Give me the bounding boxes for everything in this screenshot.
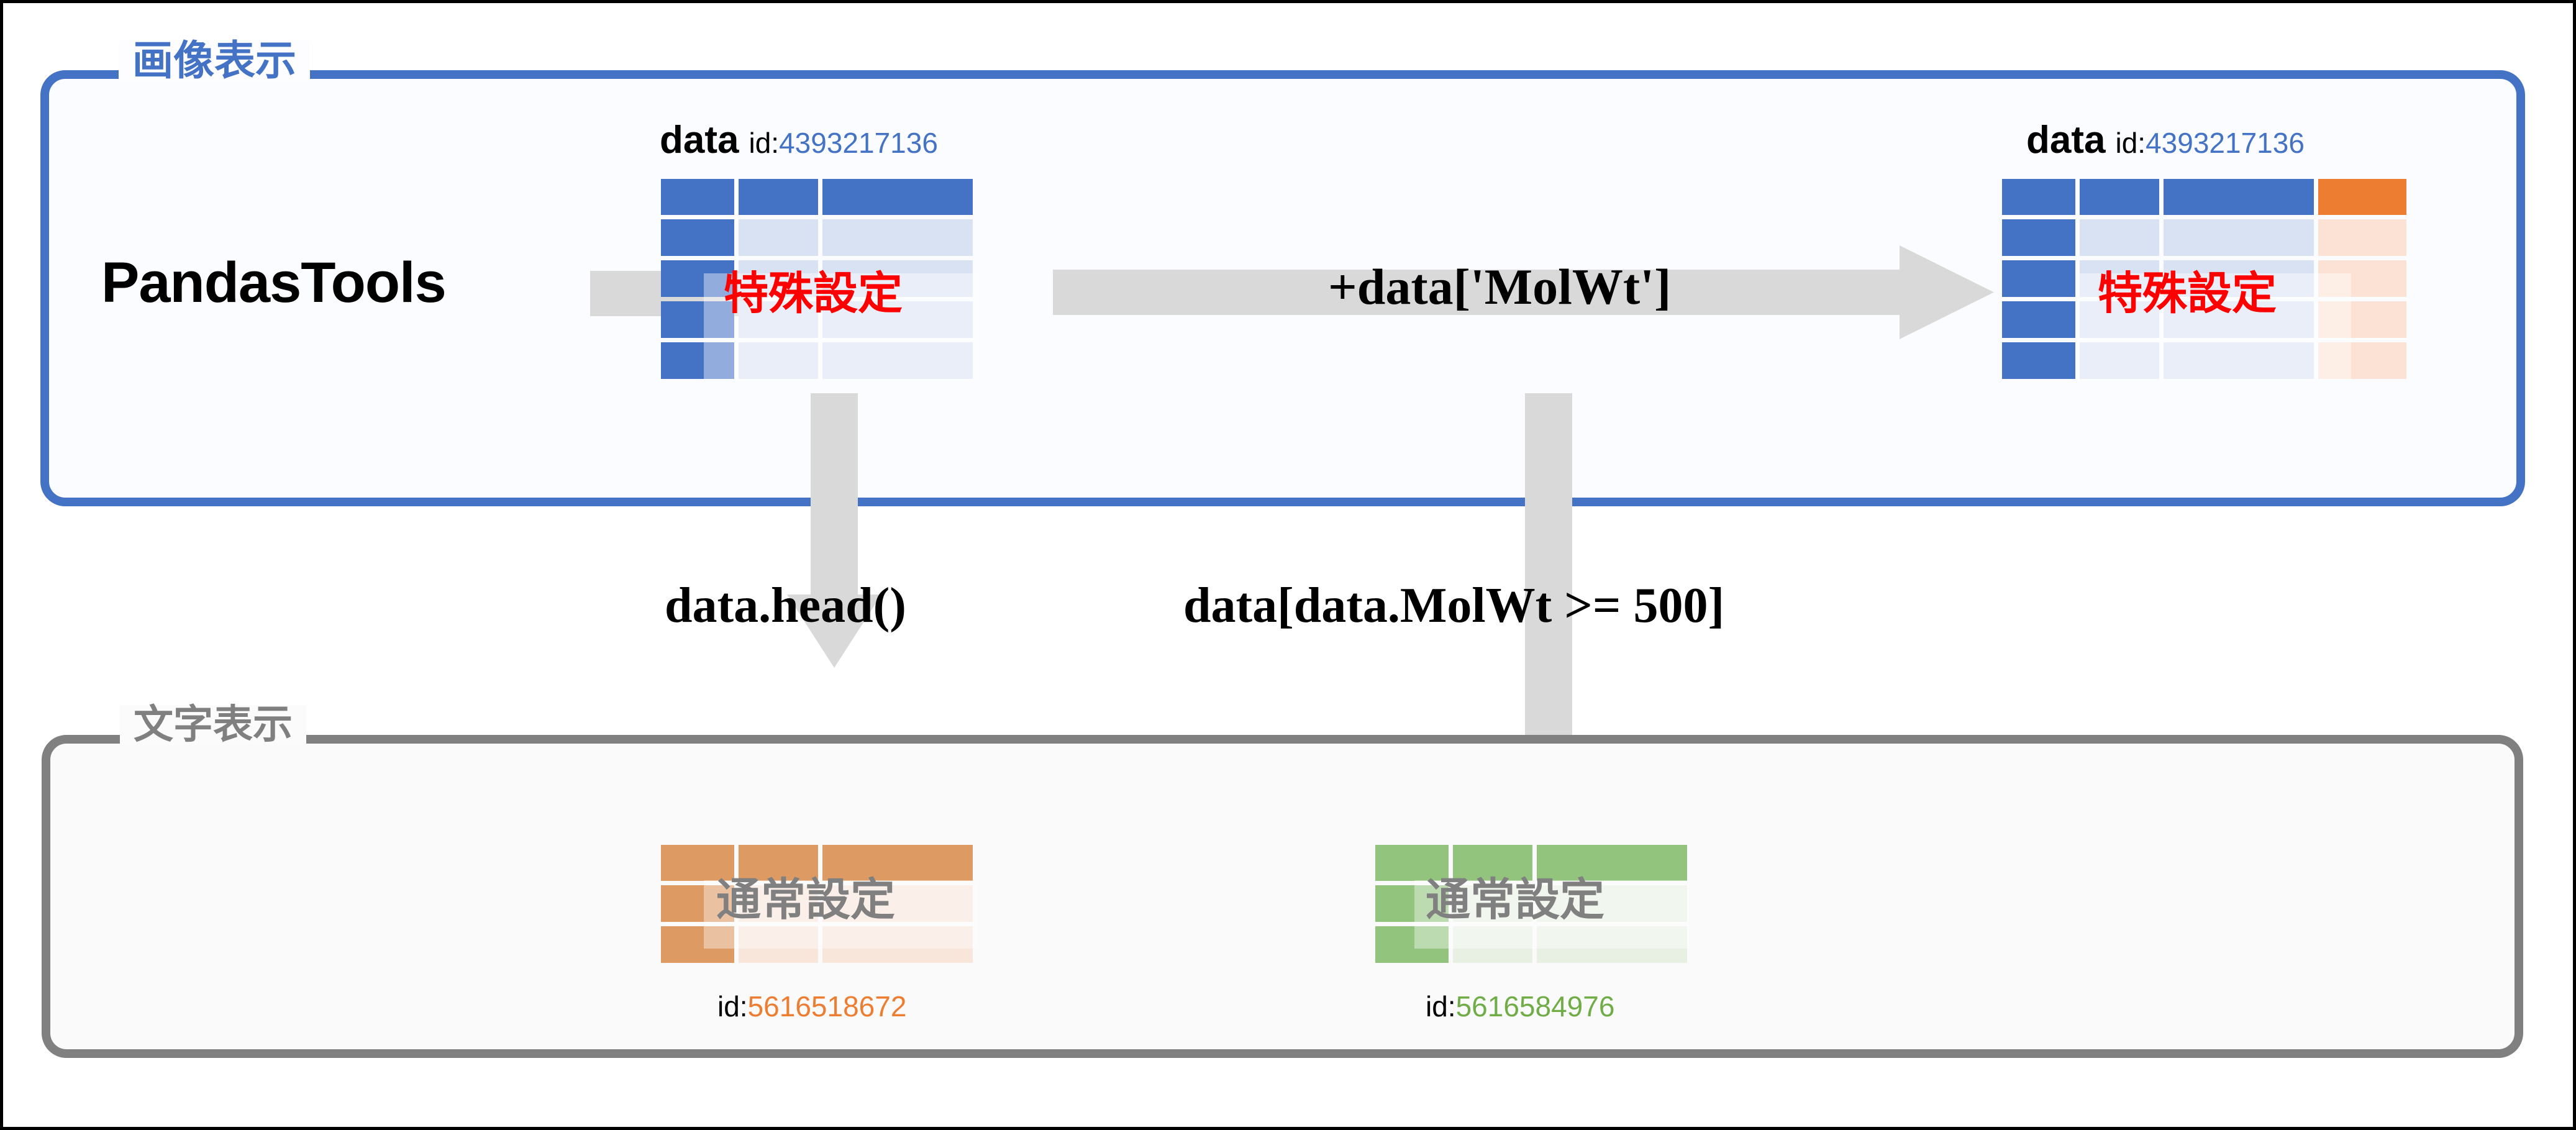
arrow-label-add-molwt: +data['MolWt'] [1328,258,1672,315]
id-label: id: [1426,990,1456,1023]
id-label: id: [2115,127,2146,159]
table-cell [2080,219,2159,256]
table-data-with-molwt-caption: data id:4393217136 [2026,121,2305,160]
table-cell [739,342,818,379]
id-label: id: [749,127,780,159]
table-name: data [2026,119,2106,162]
table-cell [822,926,973,963]
table-header-cell [2164,179,2314,215]
table-header-cell-molwt [2318,179,2406,215]
table-header-cell [2080,179,2159,215]
arrow-label-head-method: data.head() [665,578,906,633]
table-header-cell [1537,845,1687,881]
table-header-cell [1453,845,1532,881]
table-index-cell [2002,342,2075,379]
table-cell [2164,260,2314,297]
id-value: 4393217136 [2146,127,2305,159]
image-display-group-label: 画像表示 [119,40,310,81]
table-data-original-grid [661,179,1017,401]
table-header-cell [2002,179,2075,215]
table-index-cell [661,301,734,338]
table-header-cell [661,179,734,215]
arrow-label-filter-method: data[data.MolWt >= 500] [1183,578,1725,633]
table-cell [1537,885,1687,922]
table-header-cell [822,845,973,881]
table-cell [739,260,818,297]
table-filter-result-caption: id:5616584976 [1426,985,1614,1023]
table-cell [1453,885,1532,922]
table-cell [2164,301,2314,338]
table-index-cell [2002,301,2075,338]
table-data-original-caption: data id:4393217136 [660,121,938,160]
id-value: 5616584976 [1455,990,1615,1023]
table-index-cell [661,260,734,297]
table-index-cell [2002,219,2075,256]
table-filter-result-grid [1375,845,1732,963]
table-cell-molwt [2318,301,2406,338]
table-header-cell [822,179,973,215]
id-value: 4393217136 [779,127,938,159]
page-title: PandasTools [101,251,447,314]
table-index-cell [1375,926,1449,963]
table-cell [739,926,818,963]
table-cell [822,260,973,297]
table-header-cell [739,845,818,881]
table-header-cell [739,179,818,215]
table-cell [2164,342,2314,379]
table-cell [822,885,973,922]
table-index-cell [1375,885,1449,922]
table-head-result-grid [661,845,1017,963]
table-cell [1537,926,1687,963]
table-cell [2080,301,2159,338]
table-cell [2164,219,2314,256]
table-index-cell [2002,260,2075,297]
table-cell [739,885,818,922]
table-cell [822,342,973,379]
table-index-cell [661,926,734,963]
table-cell [822,219,973,256]
id-label: id: [717,990,748,1023]
table-cell [2080,260,2159,297]
table-index-cell [661,219,734,256]
text-display-group-label: 文字表示 [120,705,306,745]
table-data-with-molwt-grid [2002,179,2437,401]
id-value: 5616518672 [747,990,907,1023]
table-cell-molwt [2318,342,2406,379]
table-cell [2080,342,2159,379]
table-cell [739,219,818,256]
table-index-cell [661,342,734,379]
table-cell-molwt [2318,260,2406,297]
table-header-cell [661,845,734,881]
text-display-group-box [42,735,2523,1058]
table-name: data [660,119,739,162]
table-header-cell [1375,845,1449,881]
table-head-result-caption: id:5616518672 [717,985,906,1023]
table-cell [1453,926,1532,963]
table-cell [739,301,818,338]
table-index-cell [661,885,734,922]
table-cell [822,301,973,338]
table-cell-molwt [2318,219,2406,256]
